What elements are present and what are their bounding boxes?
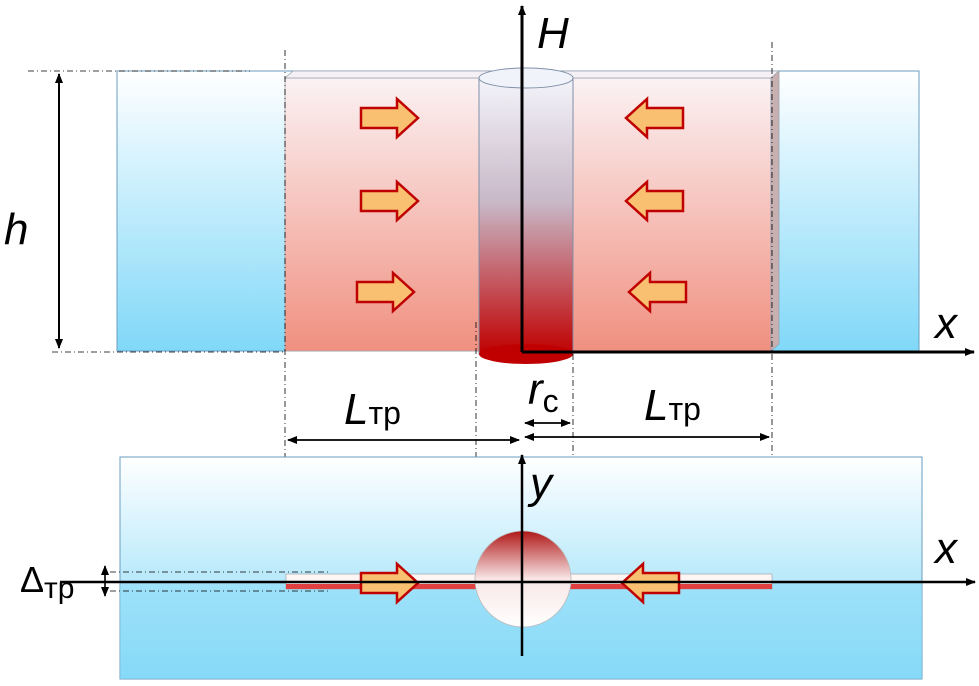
arrow-right-icon [359, 179, 420, 223]
wellbore-cylinder [478, 77, 574, 355]
arrow-right-icon [355, 270, 416, 314]
label-rc: rc [528, 365, 559, 419]
label-x-bottom: x [933, 524, 959, 573]
label-x-top: x [933, 299, 959, 348]
arrow-left-icon [624, 96, 685, 140]
wellbore-bottom-ellipse [479, 344, 573, 364]
top-section [28, 5, 975, 364]
label-L-right: Lтр [644, 381, 701, 430]
bottom-section [60, 454, 976, 680]
fracture-side-face [770, 70, 780, 352]
label-L-left: Lтр [344, 385, 401, 434]
label-delta: Δтр [20, 559, 74, 605]
arrow-left-icon [624, 179, 685, 223]
arrow-right-icon [359, 96, 420, 140]
label-H: H [537, 9, 569, 58]
arrow-left-icon [627, 270, 688, 314]
wellbore-top-ellipse [478, 67, 574, 89]
label-y: y [527, 459, 555, 508]
dimension-lines [287, 419, 770, 444]
label-h: h [4, 205, 28, 254]
